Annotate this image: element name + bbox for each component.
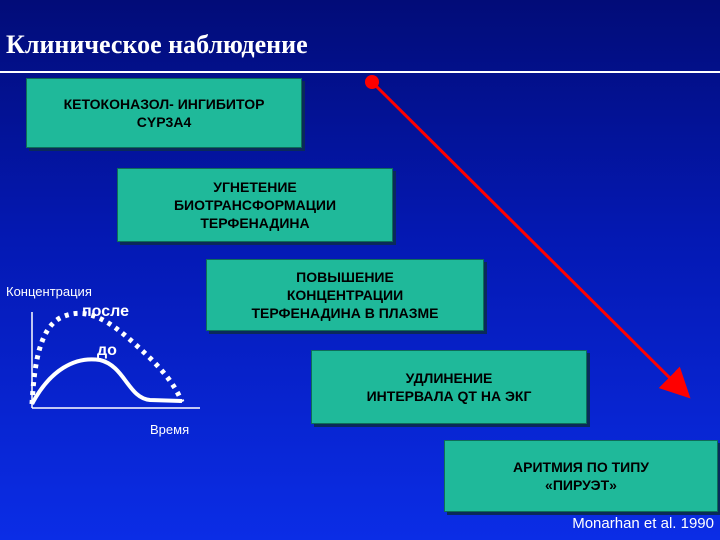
- box-qt-prolongation: УДЛИНЕНИЕ ИНТЕРВАЛА QT НА ЭКГ: [311, 350, 587, 424]
- title-divider: [0, 71, 720, 73]
- box-biotransformation-inhibition: УГНЕТЕНИЕ БИОТРАНСФОРМАЦИИ ТЕРФЕНАДИНА: [117, 168, 393, 242]
- curve-before: [30, 357, 183, 405]
- slide-title: Клиническое наблюдение: [6, 30, 308, 59]
- graph-before-label: до: [97, 342, 117, 359]
- box-arrhythmia: АРИТМИЯ ПО ТИПУ «ПИРУЭТ»: [444, 440, 718, 512]
- box-concentration-increase: ПОВЫШЕНИЕ КОНЦЕНТРАЦИИ ТЕРФЕНАДИНА В ПЛА…: [206, 259, 484, 331]
- box-concentration-text: ПОВЫШЕНИЕ КОНЦЕНТРАЦИИ ТЕРФЕНАДИНА В ПЛА…: [251, 269, 439, 321]
- box-qt-text: УДЛИНЕНИЕ ИНТЕРВАЛА QT НА ЭКГ: [366, 370, 532, 404]
- box-biotransformation-text: УГНЕТЕНИЕ БИОТРАНСФОРМАЦИИ ТЕРФЕНАДИНА: [173, 179, 337, 231]
- graph-y-label: Концентрация: [6, 284, 92, 299]
- cascade-arrow-start-dot: [365, 75, 379, 89]
- citation: Monarhan et al. 1990: [572, 515, 714, 532]
- graph-after-label: после: [82, 303, 129, 320]
- graph-x-label: Время: [150, 422, 190, 437]
- cascade-arrow: [370, 80, 691, 399]
- box-ketoconazole-text: КЕТОКОНАЗОЛ- ИНГИБИТОР CYP3A4: [63, 96, 265, 130]
- box-arrhythmia-text: АРИТМИЯ ПО ТИПУ «ПИРУЭТ»: [513, 459, 649, 493]
- box-ketoconazole: КЕТОКОНАЗОЛ- ИНГИБИТОР CYP3A4: [26, 78, 302, 148]
